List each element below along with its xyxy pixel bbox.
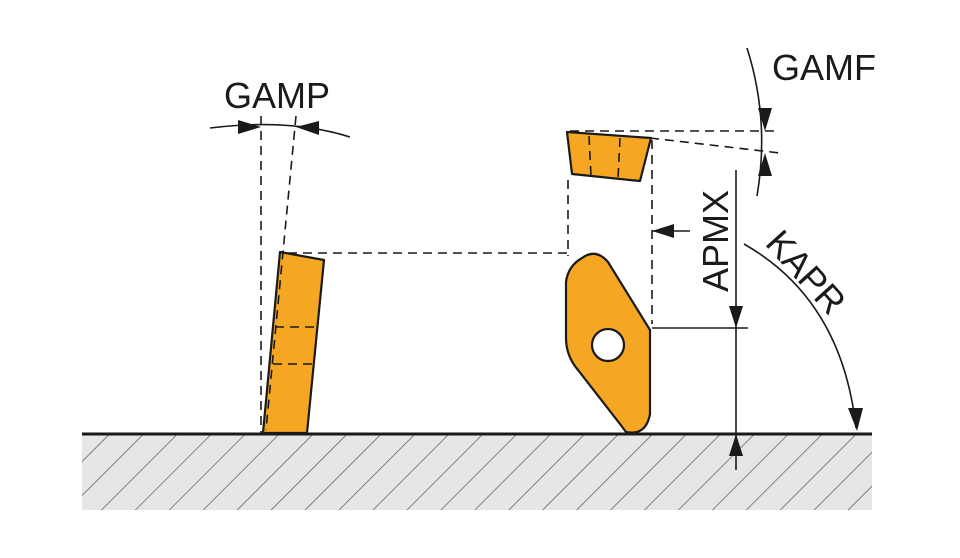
apmx-dimension: APMX [652,170,748,470]
insert-side-body [261,250,326,435]
gamp-arrow-left [238,120,261,134]
apmx-arrow-top [729,306,743,328]
gamf-label: GAMF [772,47,876,88]
gamp-dimension: GAMP [209,75,351,138]
gamf-dimension-arc [746,47,763,197]
kapr-arrow [848,408,863,431]
gamf-reference-line-inclined [649,137,781,154]
insert-top-hidden-line-right [617,137,621,179]
apmx-arrow-bottom [729,434,743,456]
apmx-leader-arrow [652,224,674,238]
gamf-arrow-top [758,108,772,131]
insert-mounting-hole [590,327,626,363]
insert-top-hidden-line-left [588,135,592,177]
gamf-arrow-bottom [758,153,772,176]
apmx-label: APMX [695,190,736,292]
insert-main-view [564,252,652,434]
gamp-label: GAMP [224,75,330,116]
kapr-dimension-arc [743,243,857,429]
kapr-label: KAPR [758,222,854,322]
gamp-reference-line-inclined [265,115,297,431]
insert-top-body [565,130,653,183]
workpiece [82,432,872,510]
insert-top-view [565,130,781,324]
gamp-dimension-arc [209,123,351,138]
kapr-dimension: KAPR [743,222,863,431]
gamf-dimension: GAMF [746,47,876,197]
workpiece-hatched-body [82,434,872,510]
insert-side-view [260,115,326,435]
gamp-arrow-right [296,121,319,135]
